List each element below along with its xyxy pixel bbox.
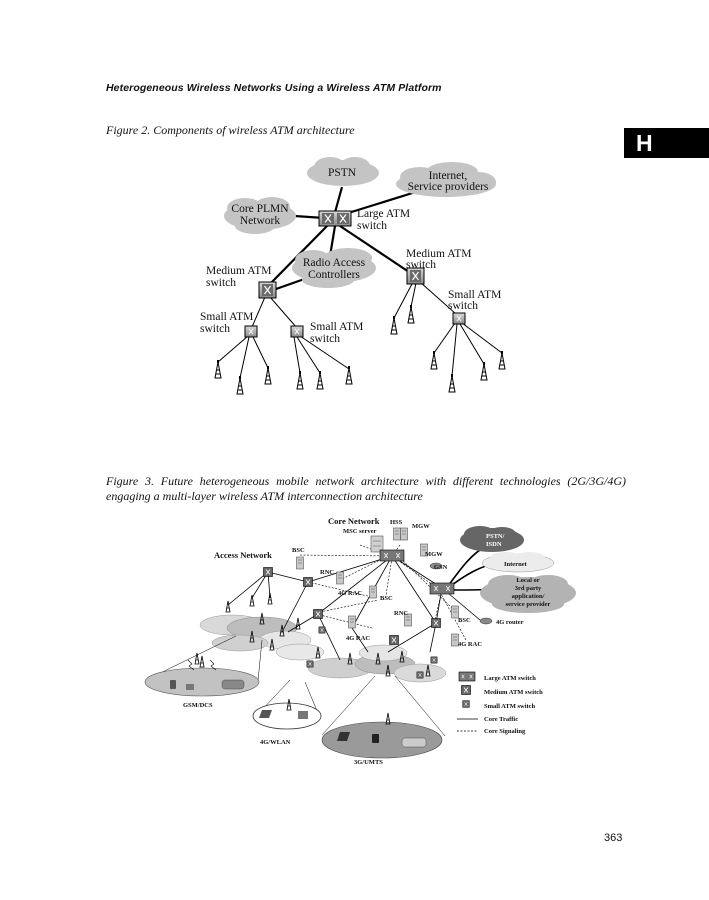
figure-3-large-switch: [379, 549, 405, 562]
cloud-internet: Internet, Service providers: [396, 162, 496, 197]
label-pstn-isdn-1: PSTN/: [486, 533, 505, 540]
cloud-local-provider: Local or 3rd party application/ service …: [480, 575, 576, 613]
label-4g-router: 4G router: [496, 619, 524, 626]
label-access-network: Access Network: [214, 550, 272, 560]
label-small-left-2: switch: [200, 323, 230, 335]
label-internet-3: Internet: [504, 561, 528, 568]
page-number: 363: [604, 832, 623, 844]
label-4g-wlan: 4G/WLAN: [260, 739, 291, 746]
cell-gsm-dcs: GSM/DCS: [144, 635, 263, 709]
label-small-left-1: Small ATM: [200, 311, 253, 323]
cloud-internet-label-1: Internet,: [429, 170, 468, 182]
figure-2-branch-links: [217, 281, 503, 379]
label-local-3: application/: [512, 593, 545, 600]
legend-large-switch-icon: [458, 671, 476, 682]
cloud-pstn-label: PSTN: [328, 167, 357, 179]
cloud-internet-3: Internet: [481, 552, 555, 573]
legend-small-label: Small ATM switch: [484, 703, 536, 710]
label-local-2: 3rd party: [515, 585, 542, 592]
medium-atm-switch-right: [406, 267, 425, 285]
label-rnc-mid: RNC: [394, 610, 408, 617]
large-atm-switch: [318, 210, 352, 227]
label-core-network: Core Network: [328, 516, 380, 526]
figure-3-caption: Figure 3. Future heterogeneous mobile ne…: [106, 474, 626, 503]
label-local-1: Local or: [516, 577, 539, 584]
label-msc-server: MSC server: [343, 528, 377, 535]
small-atm-switch-left: [244, 325, 258, 338]
cloud-rac-label-1: Radio Access: [303, 257, 366, 269]
label-mgw-top: MGW: [412, 523, 430, 530]
label-large-atm-2: switch: [357, 220, 387, 232]
legend-medium-switch-icon: [461, 685, 471, 695]
label-medium-left-2: switch: [206, 277, 236, 289]
legend-small-switch-icon: [462, 700, 470, 708]
label-large-atm-1: Large ATM: [357, 208, 410, 220]
label-4g-rac-mid: 4G RAC: [346, 635, 370, 642]
label-rnc-top: RNC: [320, 569, 334, 576]
figure-3-legend: Large ATM switch Medium ATM switch Small…: [457, 671, 543, 735]
cloud-core-plmn: Core PLMN Network: [224, 197, 296, 234]
label-pstn-isdn-2: ISDN: [486, 541, 502, 548]
section-tab-letter: H: [636, 130, 653, 156]
label-bsc-mid: BSC: [380, 595, 393, 602]
legend-medium-label: Medium ATM switch: [484, 689, 543, 696]
cell-4g-wlan: 4G/WLAN: [252, 679, 322, 746]
label-medium-left-1: Medium ATM: [206, 265, 272, 277]
legend-large-label: Large ATM switch: [484, 675, 536, 682]
label-3g-umts: 3G/UMTS: [354, 759, 383, 766]
label-medium-right-2: switch: [406, 259, 436, 271]
legend-traffic-label: Core Traffic: [484, 716, 518, 723]
label-4g-rac-right: 4G RAC: [458, 641, 482, 648]
label-small-right-2: switch: [448, 300, 478, 312]
cloud-core-label-2: Network: [240, 215, 280, 227]
label-bsc-right: BSC: [458, 617, 471, 624]
section-tab: H: [624, 128, 709, 158]
medium-atm-switch-left: [258, 281, 277, 299]
label-hss: HSS: [390, 519, 403, 526]
running-header: Heterogeneous Wireless Networks Using a …: [106, 82, 442, 94]
cell-3g-umts: 3G/UMTS: [321, 675, 446, 766]
small-atm-switch-right: [452, 312, 466, 325]
label-small-mid-1: Small ATM: [310, 321, 363, 333]
cloud-core-label-1: Core PLMN: [231, 203, 289, 215]
label-small-mid-2: switch: [310, 333, 340, 345]
cloud-pstn: PSTN: [307, 157, 379, 186]
label-medium-right-1: Medium ATM: [406, 248, 472, 260]
figure-2-diagram: PSTN Internet, Service providers Core PL…: [200, 157, 506, 395]
figure-3-core-servers: [296, 527, 493, 647]
label-4g-rac-top: 4G RAC: [338, 590, 362, 597]
figure-2-caption: Figure 2. Components of wireless ATM arc…: [106, 123, 355, 137]
legend-signaling-label: Core Signaling: [484, 728, 526, 735]
label-bsc-top: BSC: [292, 547, 305, 554]
cloud-pstn-isdn: PSTN/ ISDN: [460, 526, 524, 552]
cloud-rac-label-2: Controllers: [308, 269, 360, 281]
label-gsn: GSN: [434, 564, 448, 571]
label-mgw-mid: MGW: [425, 551, 443, 558]
figure-3-diagram: GSM/DCS 4G/WLAN 3G/UMTS: [144, 516, 576, 766]
figure-3-access-cells: [199, 614, 447, 683]
label-small-right-1: Small ATM: [448, 289, 501, 301]
cloud-radio-access: Radio Access Controllers: [292, 248, 376, 288]
label-gsm-dcs: GSM/DCS: [183, 702, 213, 709]
cloud-internet-label-2: Service providers: [408, 181, 489, 193]
small-atm-switch-mid: [290, 325, 304, 338]
label-local-4: service provider: [506, 601, 551, 608]
figure-3-large-switch-2: [429, 582, 455, 595]
